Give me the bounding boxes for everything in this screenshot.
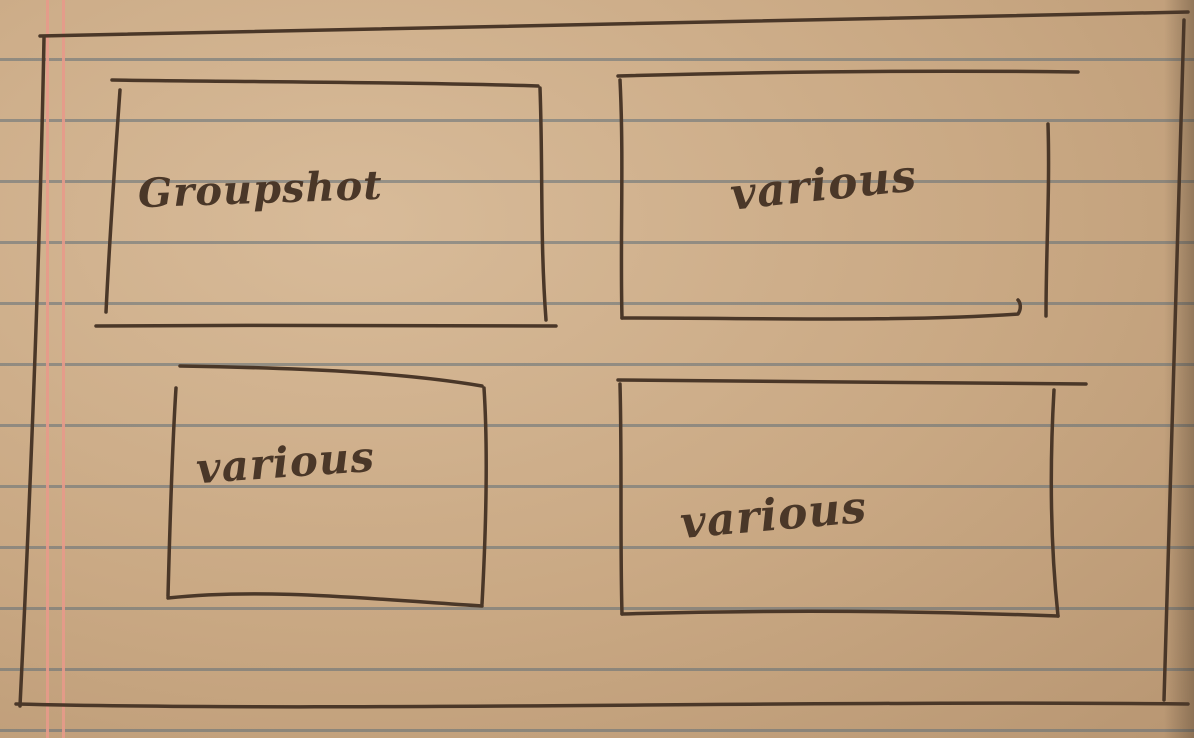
box-various-bottom-right (616, 378, 1088, 618)
page-edge-shadow (1164, 0, 1194, 738)
box-various-bottom-left (166, 364, 488, 608)
outer-frame (14, 10, 1190, 709)
box-groupshot (94, 78, 558, 328)
margin-line (46, 0, 49, 738)
margin-line (62, 0, 65, 738)
groupshot-label: Groupshot (137, 161, 384, 218)
box-various-top-right (616, 69, 1080, 321)
